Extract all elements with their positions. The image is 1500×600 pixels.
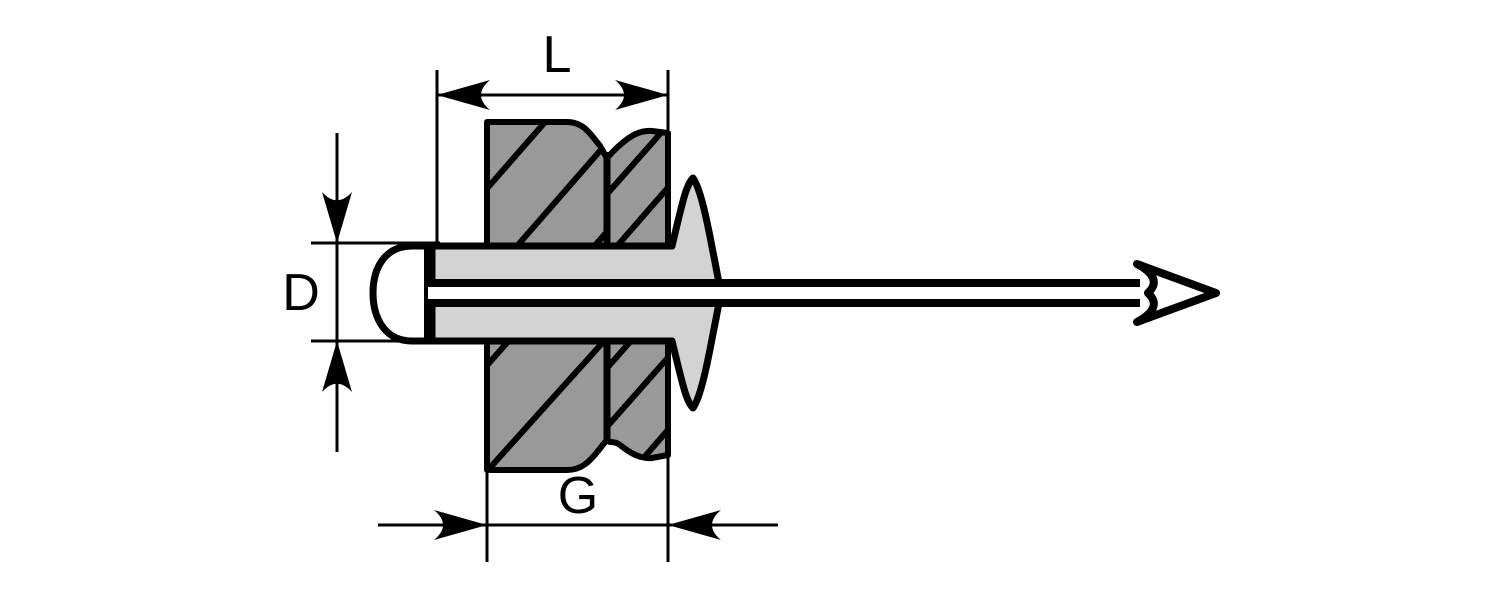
dimension-D-arrow-top: [322, 192, 352, 243]
rivet-head-group: [369, 242, 436, 345]
rivet-sleeve-upper: [428, 178, 719, 283]
dimension-L-label: L: [543, 26, 572, 84]
dimension-L-arrow-right: [615, 80, 668, 110]
dimension-L-arrow-left: [437, 80, 490, 110]
rivet-sleeve-group: [428, 174, 723, 412]
dimension-D-label: D: [282, 264, 320, 322]
dimension-D-arrow-bottom: [322, 341, 352, 392]
rivet-head-dome: [369, 242, 436, 345]
plate-upper-left-hatching: [487, 122, 607, 246]
rivet-sleeve-lower-outline: [428, 299, 723, 412]
rivet-sleeve-lower: [428, 303, 719, 408]
rivet-sleeve-upper-outline: [428, 174, 723, 287]
dimension-G-arrow-left: [434, 510, 487, 540]
plate-upper-left: [484, 119, 610, 249]
dimension-G: G: [378, 440, 778, 562]
dimension-L: L: [435, 26, 670, 246]
clamped-sheets-group: [484, 119, 671, 473]
mandrel-stem: [428, 283, 1137, 303]
plate-lower-left-hatching: [487, 341, 607, 470]
plate-upper-right-hatching: [607, 130, 668, 246]
mandrel-tip: [1133, 260, 1220, 326]
plate-upper-right: [604, 127, 671, 249]
dimension-G-arrow-right: [668, 510, 721, 540]
dimension-G-label: G: [558, 467, 598, 525]
mandrel-group: [428, 260, 1220, 326]
dimension-D: D: [282, 133, 440, 452]
